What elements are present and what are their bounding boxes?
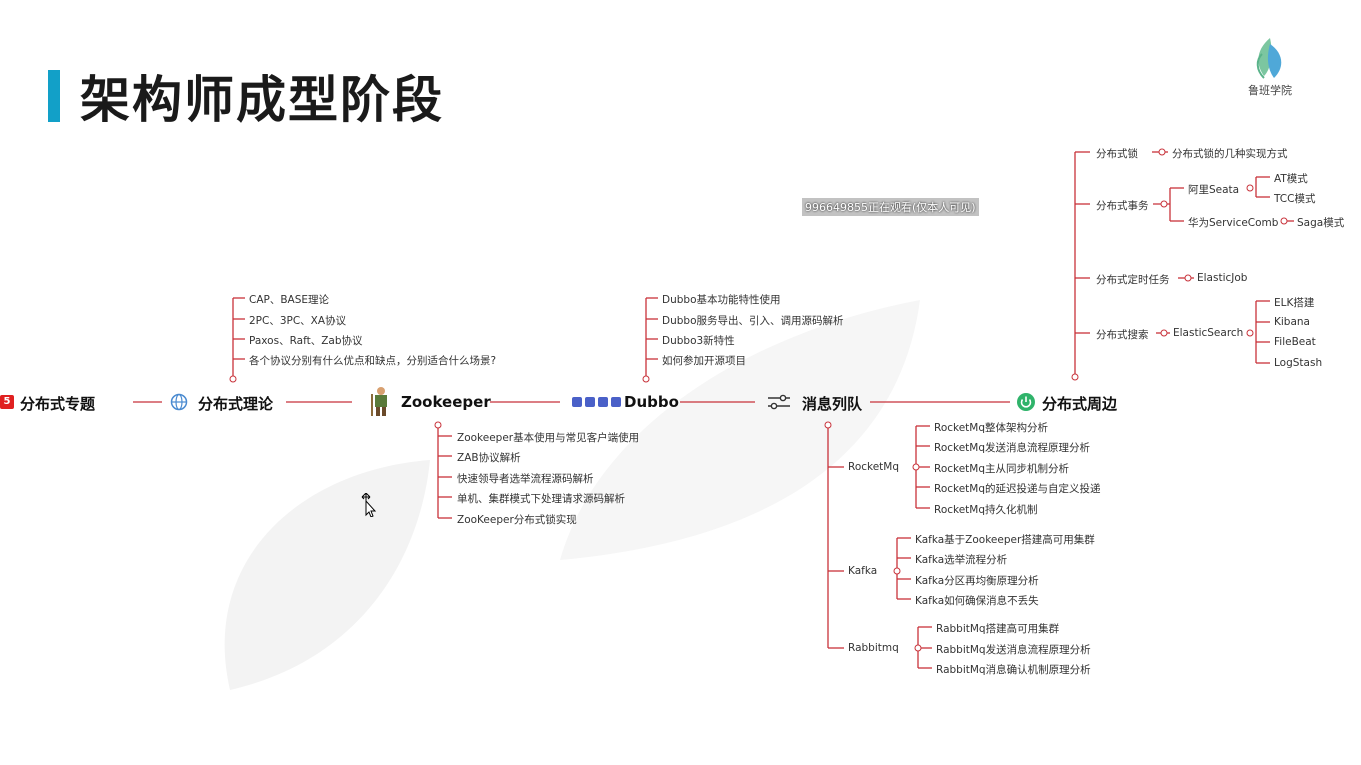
node-distributed-periphery[interactable]: 分布式周边 [1042,395,1118,413]
kafka-item[interactable]: Kafka选举流程分析 [915,554,1008,566]
logo-text: 鲁班学院 [1248,84,1292,97]
dubbo-item[interactable]: Dubbo基本功能特性使用 [662,294,781,306]
viewer-watermark: 996649855正在观看(仅本人可见) [802,198,979,216]
search-elasticsearch[interactable]: ElasticSearch [1173,327,1244,339]
root-number-badge: 5 [0,395,14,409]
search-item[interactable]: Kibana [1274,316,1310,328]
lock-item[interactable]: 分布式锁的几种实现方式 [1172,148,1288,160]
periphery-lock[interactable]: 分布式锁 [1096,148,1138,160]
dubbo-item[interactable]: Dubbo服务导出、引入、调用源码解析 [662,315,844,327]
node-dubbo[interactable]: Dubbo [624,393,679,411]
seata-item[interactable]: TCC模式 [1274,193,1316,205]
sliders-icon [768,394,790,410]
zookeeper-keeper-icon [371,387,387,416]
globe-icon [170,393,188,411]
theory-item[interactable]: 各个协议分别有什么优点和缺点，分别适合什么场景? [249,355,497,367]
zookeeper-item[interactable]: ZooKeeper分布式锁实现 [457,514,577,526]
rabbitmq-item[interactable]: RabbitMq发送消息流程原理分析 [936,644,1091,656]
mq-rocketmq[interactable]: RocketMq [848,461,900,473]
theory-item[interactable]: Paxos、Raft、Zab协议 [249,335,363,347]
zookeeper-item[interactable]: 快速领导者选举流程源码解析 [457,473,594,485]
dubbo-item[interactable]: 如何参加开源项目 [662,355,746,367]
servicecomb-item[interactable]: Saga模式 [1297,217,1345,229]
zookeeper-item[interactable]: ZAB协议解析 [457,452,521,464]
search-item[interactable]: LogStash [1274,357,1323,369]
periphery-search[interactable]: 分布式搜索 [1096,329,1149,341]
kafka-item[interactable]: Kafka基于Zookeeper搭建高可用集群 [915,534,1095,546]
zookeeper-item[interactable]: Zookeeper基本使用与常见客户端使用 [457,432,640,444]
kafka-item[interactable]: Kafka分区再均衡原理分析 [915,575,1039,587]
theory-item[interactable]: 2PC、3PC、XA协议 [249,315,347,327]
theory-item[interactable]: CAP、BASE理论 [249,294,330,306]
kafka-item[interactable]: Kafka如何确保消息不丢失 [915,595,1039,607]
rocketmq-item[interactable]: RocketMq主从同步机制分析 [934,463,1070,475]
page-title: 架构师成型阶段 [80,71,444,129]
periphery-transaction[interactable]: 分布式事务 [1096,200,1149,212]
transaction-servicecomb[interactable]: 华为ServiceComb [1188,217,1279,229]
seata-item[interactable]: AT模式 [1274,173,1308,185]
rocketmq-item[interactable]: RocketMq持久化机制 [934,504,1038,516]
mq-rabbitmq[interactable]: Rabbitmq [848,642,899,654]
logo-icon [1256,38,1282,79]
job-item[interactable]: ElasticJob [1197,272,1248,284]
move-cursor-icon [361,493,377,517]
search-item[interactable]: ELK搭建 [1274,297,1315,309]
power-icon [1017,393,1035,411]
dubbo-logo-icon [572,397,621,407]
periphery-job[interactable]: 分布式定时任务 [1096,274,1170,286]
dubbo-item[interactable]: Dubbo3新特性 [662,335,735,347]
node-zookeeper[interactable]: Zookeeper [401,393,491,411]
node-message-queue[interactable]: 消息列队 [802,395,863,413]
transaction-seata[interactable]: 阿里Seata [1188,184,1240,196]
title-accent-bar [48,70,60,122]
zookeeper-item[interactable]: 单机、集群模式下处理请求源码解析 [457,493,625,505]
mq-kafka[interactable]: Kafka [848,565,878,577]
search-item[interactable]: FileBeat [1274,336,1316,348]
rocketmq-item[interactable]: RocketMq发送消息流程原理分析 [934,442,1091,454]
rabbitmq-item[interactable]: RabbitMq搭建高可用集群 [936,623,1060,635]
node-distributed-theory[interactable]: 分布式理论 [198,395,274,413]
rabbitmq-item[interactable]: RabbitMq消息确认机制原理分析 [936,664,1091,676]
rocketmq-item[interactable]: RocketMq整体架构分析 [934,422,1049,434]
root-topic[interactable]: 分布式专题 [20,395,96,413]
rocketmq-item[interactable]: RocketMq的延迟投递与自定义投递 [934,483,1101,495]
